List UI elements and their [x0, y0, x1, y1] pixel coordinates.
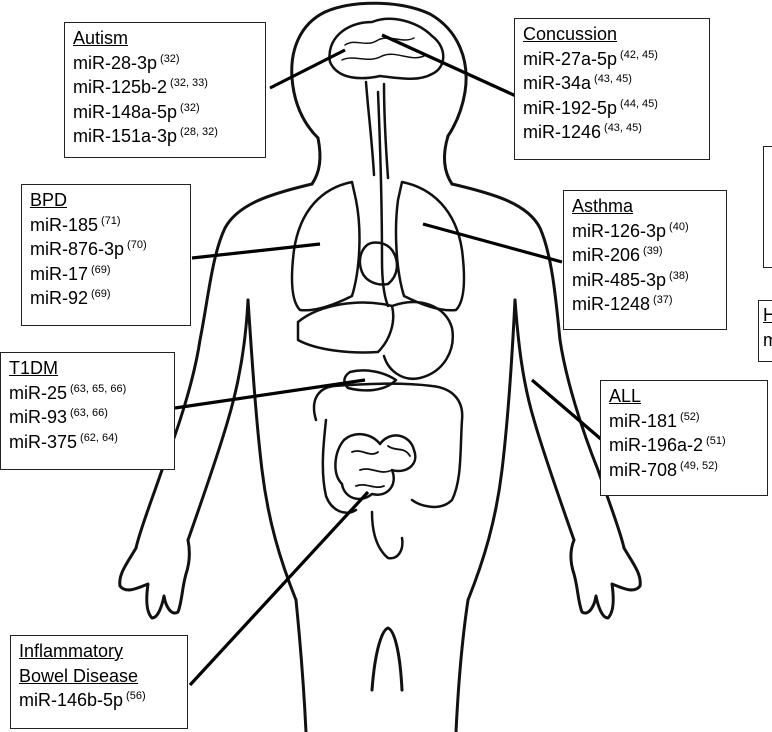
bpd-box: BPD miR-185(71) miR-876-3p(70) miR-17(69…: [21, 184, 191, 326]
t1dm-box: T1DM miR-25(63, 65, 66) miR-93(63, 66) m…: [0, 352, 175, 470]
right-hand: [569, 538, 642, 620]
right-arm-inner: [513, 298, 576, 542]
t1dm-title: T1DM: [9, 358, 58, 378]
connector-bpd: [191, 242, 321, 260]
pancreas: [343, 369, 398, 392]
esophagus: [376, 90, 390, 308]
partial-box-letter: H: [763, 303, 772, 328]
torso-left: [246, 298, 298, 602]
left-arm-outer: [134, 182, 314, 550]
asthma-item: miR-1248(37): [572, 294, 673, 314]
bpd-item: miR-876-3p(70): [30, 239, 147, 259]
connector-asthma: [422, 222, 563, 264]
all-item: miR-708(49, 52): [609, 459, 718, 480]
autism-item: miR-151a-3p(28, 32): [73, 126, 218, 146]
asthma-item: miR-485-3p(38): [572, 269, 689, 290]
colon-inner: [321, 418, 358, 514]
neck-left: [310, 136, 322, 186]
trachea: [364, 80, 390, 180]
autism-box: Autism miR-28-3p(32) miR-125b-2(32, 33) …: [64, 22, 266, 158]
autism-title: Autism: [73, 28, 129, 48]
autism-item: miR-125b-2(32, 33): [73, 77, 208, 97]
asthma-item: miR-206(39): [572, 245, 663, 265]
asthma-box: Asthma miR-126-3p(40) miR-206(39) miR-48…: [563, 190, 727, 330]
concussion-title: Concussion: [523, 24, 618, 44]
autism-item: miR-28-3p(32): [73, 52, 180, 73]
connector-t1dm: [174, 378, 366, 410]
rectum: [370, 510, 404, 560]
autism-item: miR-148a-5p(32): [73, 101, 200, 122]
ibd-title-line1: Inflammatory: [19, 641, 124, 661]
partial-box-top: [763, 146, 772, 268]
asthma-title: Asthma: [572, 196, 634, 216]
ibd-title-line2: Bowel Disease: [19, 665, 139, 686]
connector-concussion: [381, 33, 517, 98]
bpd-title: BPD: [30, 190, 68, 210]
concussion-item: miR-1246(43, 45): [523, 122, 642, 142]
all-item: miR-196a-2(51): [609, 435, 726, 455]
ibd-box: Inflammatory Bowel Disease miR-146b-5p(5…: [10, 635, 188, 729]
bpd-item: miR-92(69): [30, 288, 111, 308]
t1dm-item: miR-93(63, 66): [9, 407, 108, 427]
bpd-item: miR-17(69): [30, 263, 111, 284]
all-title: ALL: [609, 386, 642, 406]
all-box: ALL miR-181(52) miR-196a-2(51) miR-708(4…: [600, 380, 768, 496]
heart: [358, 241, 399, 286]
stomach: [382, 300, 454, 381]
connector-autism: [269, 48, 346, 90]
brain: [328, 17, 445, 80]
connector-all: [530, 378, 604, 442]
t1dm-item: miR-25(63, 65, 66): [9, 382, 127, 403]
ibd-item: miR-146b-5p(56): [19, 690, 146, 710]
bpd-item: miR-185(71): [30, 214, 121, 235]
asthma-item: miR-126-3p(40): [572, 220, 689, 241]
lung-right: [394, 180, 466, 312]
liver: [296, 301, 395, 354]
concussion-item: miR-192-5p(44, 45): [523, 97, 658, 118]
partial-box-letter: m: [763, 328, 772, 353]
partial-box-lower: H m: [758, 300, 772, 362]
torso-right: [466, 298, 517, 602]
leg-left: [294, 598, 308, 732]
t1dm-item: miR-375(62, 64): [9, 431, 118, 452]
small-intestine: [334, 432, 417, 501]
left-arm-inner: [186, 298, 250, 542]
neck-right: [443, 134, 454, 186]
head-outline: [323, 1, 468, 138]
all-item: miR-181(52): [609, 410, 700, 431]
lung-left: [290, 180, 361, 312]
concussion-box: Concussion miR-27a-5p(42, 45) miR-34a(43…: [514, 18, 710, 160]
left-hand: [118, 538, 191, 620]
small-intestine-folds: [351, 445, 411, 489]
leg-right: [454, 598, 470, 732]
concussion-item: miR-27a-5p(42, 45): [523, 48, 658, 69]
connector-ibd: [188, 490, 370, 687]
concussion-item: miR-34a(43, 45): [523, 73, 632, 93]
brain-folds: [341, 37, 425, 61]
leg-inner: [370, 626, 404, 692]
